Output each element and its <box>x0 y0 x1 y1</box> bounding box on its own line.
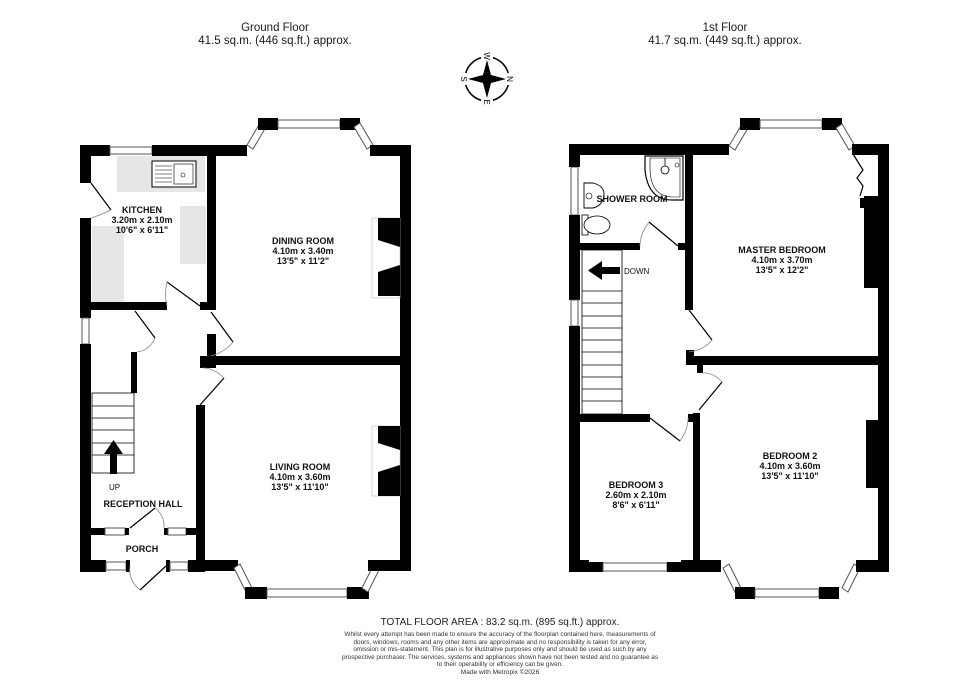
svg-text:N: N <box>505 76 514 82</box>
window <box>266 588 348 598</box>
room-name: PORCH <box>125 544 159 554</box>
first-floor-header: 1st Floor 41.7 sq.m. (449 sq.ft.) approx… <box>600 22 850 48</box>
svg-text:E: E <box>482 99 491 104</box>
shower-tray-icon <box>644 155 684 201</box>
door <box>649 417 689 442</box>
room-label-dining-room: DINING ROOM 4.10m x 3.40m 13'5" x 11'2" <box>272 236 334 266</box>
window <box>169 561 189 571</box>
room-label-reception-hall: RECEPTION HALL <box>103 499 182 509</box>
room-label-living-room: LIVING ROOM 4.10m x 3.60m 13'5" x 11'10" <box>269 462 330 492</box>
first-floor-plan <box>569 118 889 599</box>
room-name: RECEPTION HALL <box>103 499 183 509</box>
room-metric: 4.10m x 3.60m <box>759 461 821 471</box>
ground-floor-plan <box>80 118 411 599</box>
total-floor-area: TOTAL FLOOR AREA : 83.2 sq.m. (895 sq.ft… <box>380 617 620 628</box>
room-label-bedroom-3: BEDROOM 3 2.60m x 2.10m 8'6" x 6'11" <box>605 480 666 510</box>
svg-text:W: W <box>482 52 491 60</box>
window <box>167 527 187 536</box>
first-floor-area: 41.7 sq.m. (449 sq.ft.) approx. <box>648 35 802 47</box>
door <box>639 221 679 247</box>
room-imperial: 13'5" x 12'2" <box>755 265 809 275</box>
door <box>698 372 723 411</box>
window <box>602 562 668 572</box>
room-label-porch: PORCH <box>126 544 159 554</box>
window <box>109 146 153 155</box>
cupboard-door <box>852 153 864 197</box>
room-label-master-bedroom: MASTER BEDROOM 4.10m x 3.70m 13'5" x 12'… <box>738 245 826 275</box>
made-with-credit: Made with Metropix ©2026 <box>460 668 540 676</box>
room-name: KITCHEN <box>121 205 162 215</box>
sink-icon <box>151 160 197 188</box>
room-name: LIVING ROOM <box>269 462 331 472</box>
ground-floor-header: Ground Floor 41.5 sq.m. (446 sq.ft.) app… <box>150 22 400 48</box>
room-imperial: 13'5" x 11'10" <box>271 482 329 492</box>
room-imperial: 13'5" x 11'2" <box>276 256 330 266</box>
kitchen-worktop <box>92 226 124 302</box>
window <box>754 588 820 598</box>
first-floor-title: 1st Floor <box>702 22 748 34</box>
room-name: BEDROOM 3 <box>608 480 664 490</box>
room-label-bedroom-2: BEDROOM 2 4.10m x 3.60m 13'5" x 11'10" <box>759 451 820 481</box>
room-name: BEDROOM 2 <box>762 451 818 461</box>
room-imperial: 8'6" x 6'11" <box>612 500 660 510</box>
room-metric: 3.20m x 2.10m <box>111 215 173 225</box>
toilet-icon <box>581 214 611 236</box>
window <box>81 317 90 345</box>
wash-basin-icon <box>583 182 605 209</box>
door <box>129 507 165 529</box>
stairs-up-label: UP <box>109 483 121 492</box>
chimney-breast <box>866 420 878 488</box>
window <box>104 527 126 536</box>
stairs-down-arrow-icon <box>588 261 620 280</box>
room-name: MASTER BEDROOM <box>738 245 826 255</box>
room-name: DINING ROOM <box>272 236 334 246</box>
disclaimer: Whilst every attempt has been made to en… <box>341 631 659 669</box>
chimney-breast <box>378 218 400 247</box>
door <box>90 182 112 219</box>
room-metric: 2.60m x 2.10m <box>605 490 667 500</box>
ground-floor-title: Ground Floor <box>241 22 309 34</box>
room-imperial: 10'6" x 6'11" <box>115 225 169 235</box>
footer: TOTAL FLOOR AREA : 83.2 sq.m. (895 sq.ft… <box>340 617 660 676</box>
door <box>165 281 201 307</box>
ground-floor-area: 41.5 sq.m. (446 sq.ft.) approx. <box>198 35 352 47</box>
front-door <box>129 565 167 591</box>
room-metric: 4.10m x 3.60m <box>269 472 331 482</box>
room-metric: 4.10m x 3.40m <box>272 246 334 256</box>
window <box>570 166 579 216</box>
window <box>105 561 127 571</box>
room-label-kitchen: KITCHEN 3.20m x 2.10m 10'6" x 6'11" <box>111 205 172 235</box>
window <box>570 299 579 327</box>
door <box>210 311 234 357</box>
room-label-shower-room: SHOWER ROOM <box>597 194 668 204</box>
stairs-up-arrow-icon <box>104 440 123 474</box>
compass-rose-icon: W N E S <box>459 52 514 106</box>
kitchen-worktop <box>180 206 206 264</box>
door <box>199 367 225 406</box>
room-metric: 4.10m x 3.70m <box>751 255 813 265</box>
chimney-breast <box>864 196 878 288</box>
window <box>277 119 341 129</box>
door <box>688 309 713 353</box>
door <box>134 310 156 353</box>
room-name: SHOWER ROOM <box>596 194 668 204</box>
room-imperial: 13'5" x 11'10" <box>761 471 819 481</box>
stairs-down-label: DOWN <box>624 267 650 276</box>
svg-text:S: S <box>459 76 468 81</box>
window <box>759 119 823 129</box>
